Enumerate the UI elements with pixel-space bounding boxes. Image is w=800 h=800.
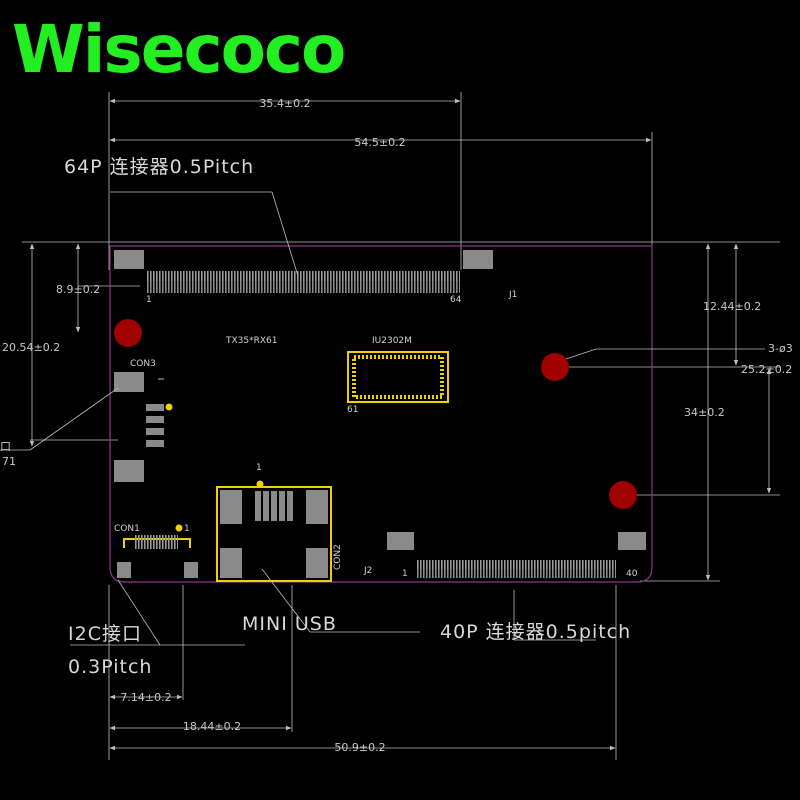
con1-pins — [134, 535, 178, 549]
j2-label: J2 — [363, 566, 372, 576]
callout-64p-connector: 64P 连接器0.5Pitch — [64, 156, 254, 178]
j2-pins-top — [416, 560, 616, 570]
chip-body — [347, 351, 449, 403]
con1-tab-right — [184, 562, 198, 578]
con3-leader — [29, 387, 119, 451]
usb-pin-2 — [263, 491, 269, 521]
usb-pin-4 — [279, 491, 285, 521]
callout-40p-connector: 40P 连接器0.5pitch — [440, 621, 631, 643]
callout-mini-usb: MINI USB — [242, 613, 337, 635]
mounting-hole-left — [114, 319, 142, 347]
mounting-hole-right — [541, 353, 569, 381]
usb-pin-3 — [271, 491, 277, 521]
con3-pin-4 — [146, 440, 164, 447]
dim-top-total-width: 54.5±0.2 — [354, 136, 405, 149]
dim-left-hole-offset: 20.54±0.2 — [2, 341, 60, 354]
dim-bottom-i2c-offset: 7.14±0.2 — [120, 691, 171, 704]
dim-top-inner-width: 35.4±0.2 — [259, 97, 310, 110]
usb-pad-br — [306, 548, 328, 578]
callout-leaders — [70, 191, 596, 646]
con3-pin-3 — [146, 428, 164, 435]
j1-label: J1 — [508, 290, 517, 300]
usb-pad-bl — [220, 548, 242, 578]
dim-right-height: 34±0.2 — [684, 406, 725, 419]
j2-pin-last: 40 — [626, 569, 638, 579]
dim-left-partial-suffix: 71 — [2, 455, 16, 468]
chip-label: IU2302M — [372, 336, 412, 346]
j2-pins-bottom — [416, 569, 616, 578]
j2-pin-first: 1 — [402, 569, 408, 579]
board-outline — [109, 245, 653, 583]
ic-label: TX35*RX61 — [225, 336, 278, 346]
j1-pins-top — [146, 271, 460, 281]
con3-tab-bottom — [114, 460, 144, 482]
dimension-lines — [29, 98, 772, 751]
con3-label: CON3 — [130, 359, 156, 369]
callout-i2c-line1: I2C接口 — [68, 623, 142, 645]
hole-leader-line — [565, 348, 597, 360]
callout-i2c-line2: 0.3Pitch — [68, 656, 152, 678]
con3-pin-1 — [146, 404, 164, 411]
usb-outline — [216, 486, 332, 582]
j1-pin-last: 64 — [450, 295, 462, 305]
dim-bottom-total-width: 50.9±0.2 — [334, 741, 385, 754]
con3-tab-top — [114, 372, 144, 392]
usb-pin-1 — [255, 491, 261, 521]
dim-right-hole-spec: 3-ø3 — [768, 342, 793, 355]
con3-pin1-dot — [165, 403, 173, 411]
left-partial-callout: 口 — [0, 440, 11, 453]
dim-right-hole-pitch: 25.2±0.2 — [741, 363, 792, 376]
usb-pad-tr — [306, 490, 328, 524]
con1-label: CON1 — [114, 524, 140, 534]
usb-pin-5 — [287, 491, 293, 521]
j2-tab-right — [618, 532, 646, 550]
usb-pin1-dot — [256, 480, 264, 488]
chip-pins — [352, 355, 444, 399]
con3-pin-2 — [146, 416, 164, 423]
chip-core — [362, 365, 434, 389]
con2-pin-label: 1 — [256, 463, 262, 473]
dim-right-hole-offset: 12.44±0.2 — [703, 300, 761, 313]
con1-tab-left — [117, 562, 131, 578]
con1-pin1-dot — [175, 524, 183, 532]
j1-tab-right — [463, 250, 493, 269]
j1-pin-first: 1 — [146, 295, 152, 305]
dim-bottom-usb-offset: 18.44±0.2 — [183, 720, 241, 733]
brand-logo: Wisecoco — [12, 11, 344, 88]
j2-tab-left — [387, 532, 414, 550]
j1-pins-bottom — [146, 281, 460, 293]
j1-tab-left — [114, 250, 144, 269]
dim-left-pin1-offset: 8.9±0.2 — [56, 283, 100, 296]
connector-j1 — [114, 250, 493, 293]
chip-pin-61: 61 — [347, 405, 358, 415]
mounting-hole-bottom-right — [609, 481, 637, 509]
usb-pad-tl — [220, 490, 242, 524]
con2-label: CON2 — [333, 544, 343, 570]
con1-pin-label: 1 — [184, 524, 190, 534]
